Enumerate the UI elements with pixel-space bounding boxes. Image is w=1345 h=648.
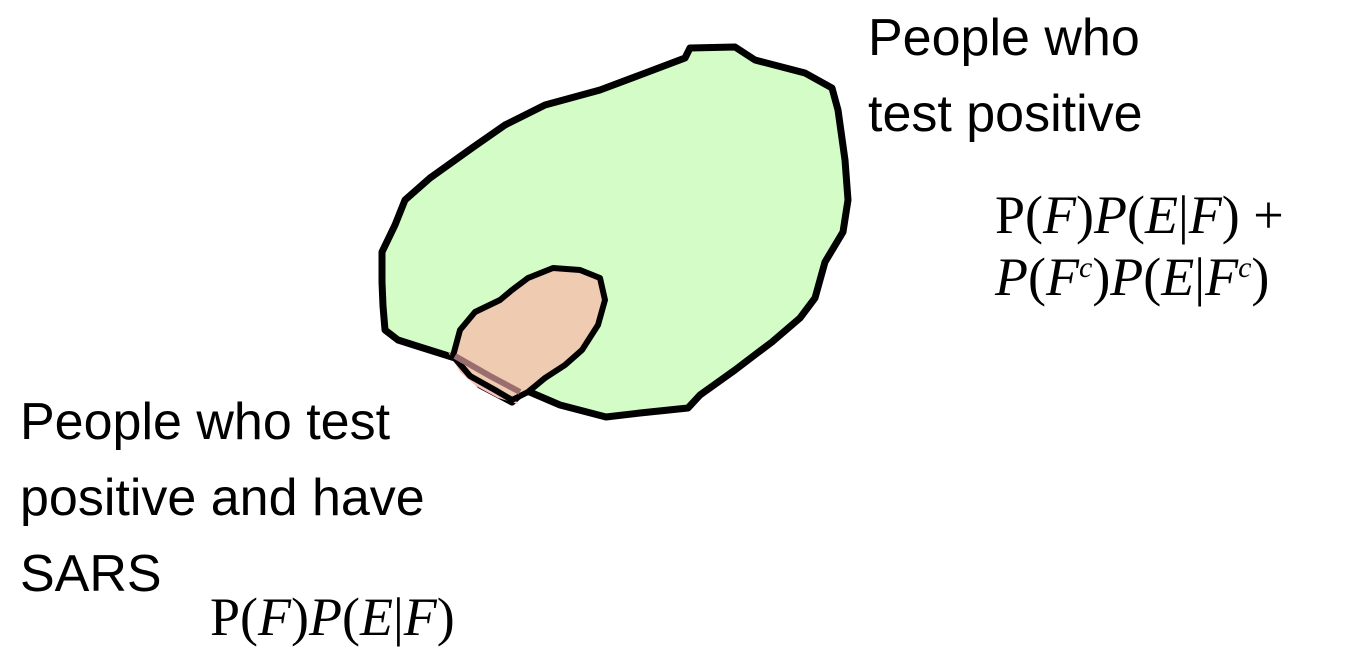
formula-text: (	[1028, 247, 1046, 307]
formula-variable: F	[1045, 247, 1079, 307]
sars-label-line3: SARS	[20, 545, 162, 603]
formula-text: )	[291, 587, 309, 647]
sars-formula-line: P(F)P(E|F)	[210, 586, 455, 648]
sars-region	[450, 265, 608, 403]
test-positive-region	[378, 43, 852, 421]
test-positive-label-line2: test positive	[868, 85, 1143, 143]
formula-text: |	[392, 587, 404, 647]
test-positive-label: People who test positive	[868, 0, 1143, 152]
formula-superscript: c	[1238, 251, 1252, 284]
formula-text: P(	[210, 587, 259, 647]
formula-text: |	[1177, 185, 1189, 245]
sars-formula: P(F)P(E|F)	[210, 586, 455, 648]
formula-superscript: c	[1078, 251, 1093, 284]
formula-variable: F	[403, 587, 437, 647]
formula-variable: E	[1161, 247, 1195, 307]
sars-label-line2: positive and have	[20, 469, 425, 527]
formula-variable: P	[309, 587, 342, 647]
formula-text: |	[1194, 247, 1206, 307]
formula-variable: F	[1043, 185, 1077, 245]
formula-text: )	[1092, 247, 1111, 307]
boundary-crossing-line	[453, 353, 522, 395]
sars-label-line1: People who test	[20, 393, 391, 451]
formula-variable: E	[1144, 185, 1178, 245]
formula-variable: F	[1188, 185, 1222, 245]
formula-variable: E	[359, 587, 393, 647]
formula-text: )	[436, 587, 455, 647]
formula-text: )	[1251, 247, 1270, 307]
test-positive-label-line1: People who	[868, 9, 1140, 67]
formula-variable: F	[258, 587, 292, 647]
test-positive-formula: P(F)P(E|F) + P(Fc)P(E|Fc)	[995, 184, 1284, 308]
formula-text: P(	[995, 185, 1044, 245]
formula-variable: F	[1205, 247, 1239, 307]
sars-label: People who test positive and have SARS	[20, 384, 425, 612]
formula-variable: P	[1094, 185, 1127, 245]
test-positive-formula-line2: P(Fc)P(E|Fc)	[995, 246, 1284, 308]
formula-text: (	[1143, 247, 1162, 307]
formula-text: (	[342, 587, 360, 647]
formula-variable: P	[995, 247, 1028, 307]
formula-text: (	[1127, 185, 1145, 245]
formula-variable: P	[1110, 247, 1144, 307]
formula-text: )	[1076, 185, 1094, 245]
test-positive-formula-line1: P(F)P(E|F) +	[995, 184, 1284, 246]
formula-text: ) +	[1221, 185, 1284, 245]
